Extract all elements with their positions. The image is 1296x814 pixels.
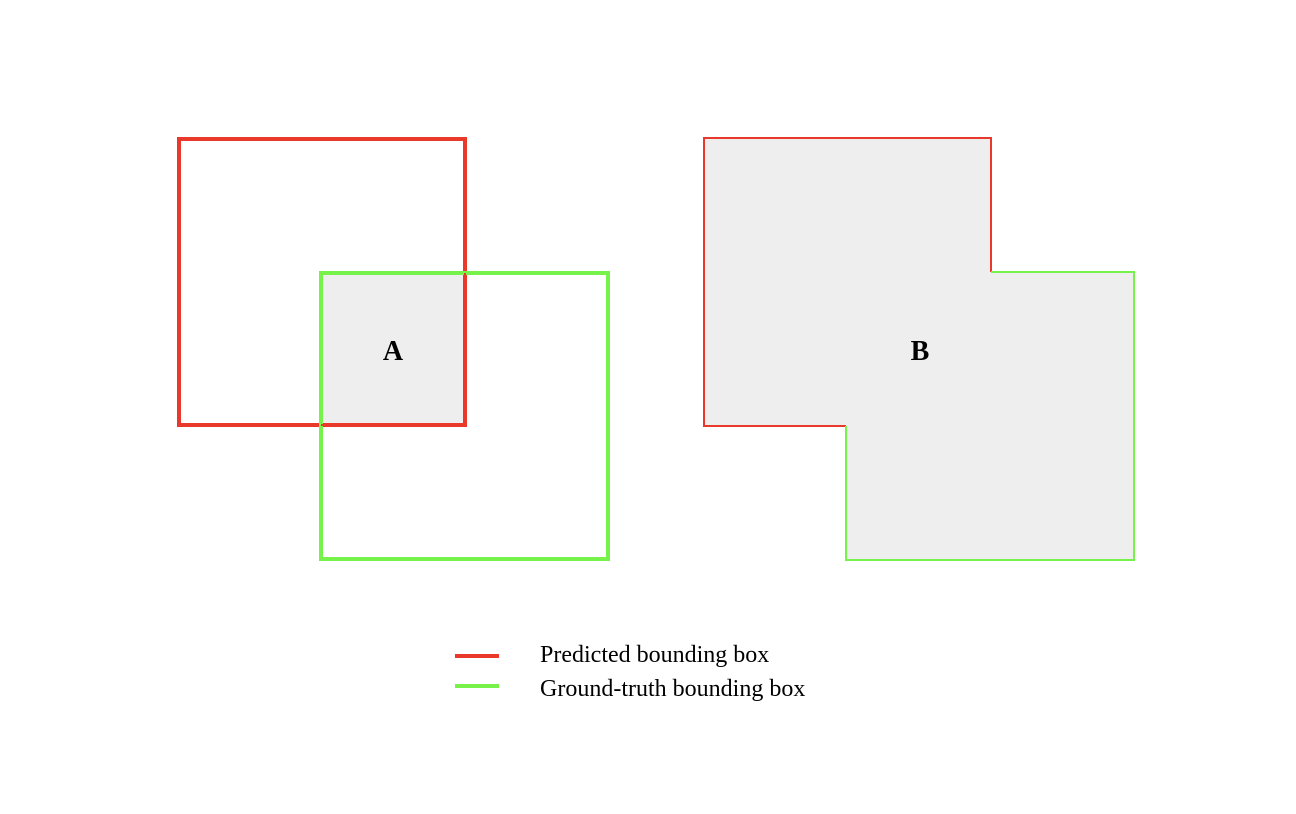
intersection-region <box>321 273 465 425</box>
legend-item-ground-truth: Ground-truth bounding box <box>455 676 805 702</box>
intersection-panel: A <box>177 137 610 561</box>
legend-item-predicted: Predicted bounding box <box>455 642 769 668</box>
union-panel: B <box>703 137 1135 561</box>
predicted-outline-b <box>703 137 992 427</box>
legend: Predicted bounding box Ground-truth boun… <box>455 642 805 702</box>
intersection-edge-pred <box>321 273 466 426</box>
legend-label-predicted: Predicted bounding box <box>540 642 769 668</box>
ground-truth-outline-b <box>845 271 1135 561</box>
legend-label-ground-truth: Ground-truth bounding box <box>540 676 805 702</box>
union-label: B <box>911 336 930 367</box>
union-region <box>704 138 1134 560</box>
intersection-label: A <box>383 336 404 367</box>
